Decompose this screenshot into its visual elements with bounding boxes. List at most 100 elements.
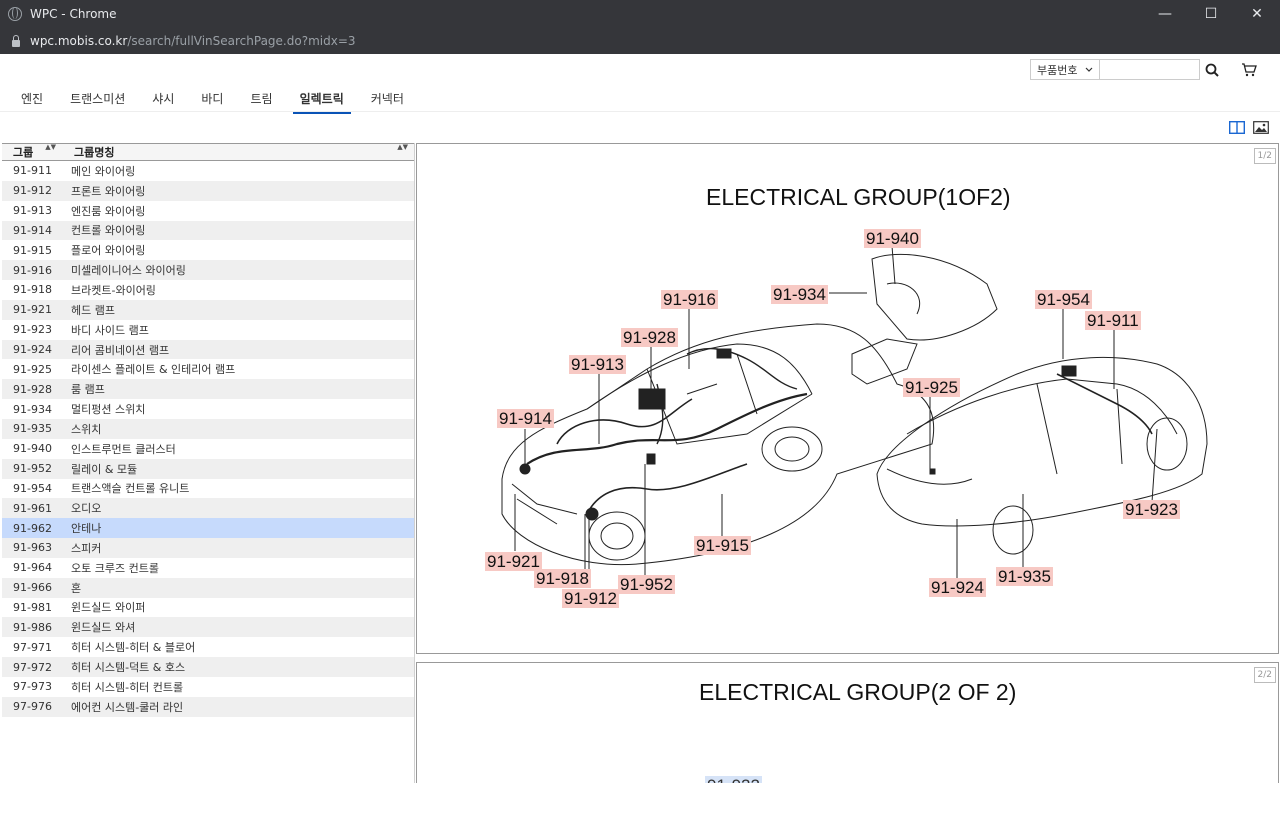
page-indicator: 2/2 xyxy=(1253,667,1276,683)
search-input[interactable] xyxy=(1100,59,1200,80)
group-code: 91-935 xyxy=(13,422,52,436)
search-button[interactable] xyxy=(1202,59,1222,80)
callout-label[interactable]: 91-934 xyxy=(771,285,828,304)
minimize-button[interactable]: — xyxy=(1158,6,1172,22)
callout-label[interactable]: 91-924 xyxy=(929,578,986,597)
diagram-panel-2[interactable]: 2/2 ELECTRICAL GROUP(2 OF 2) 91-922 xyxy=(416,662,1279,783)
url-text[interactable]: wpc.mobis.co.kr/search/fullVinSearchPage… xyxy=(30,34,356,48)
callout-label[interactable]: 91-913 xyxy=(569,355,626,374)
group-name: 엔진룸 와이어링 xyxy=(71,204,146,218)
callout-label[interactable]: 91-925 xyxy=(903,378,960,397)
close-button[interactable]: ✕ xyxy=(1251,6,1263,22)
table-row[interactable]: 91-921 헤드 램프 xyxy=(2,299,414,320)
group-code: 91-961 xyxy=(13,501,52,515)
group-name: 라이센스 플레이트 & 인테리어 램프 xyxy=(71,363,236,377)
group-name: 스위치 xyxy=(71,422,102,436)
address-bar[interactable]: wpc.mobis.co.kr/search/fullVinSearchPage… xyxy=(0,28,1280,54)
group-code: 91-934 xyxy=(13,402,52,416)
window-title: WPC - Chrome xyxy=(30,7,117,21)
group-code: 91-925 xyxy=(13,362,52,376)
callout-label[interactable]: 91-915 xyxy=(694,536,751,555)
callout-label[interactable]: 91-912 xyxy=(562,589,619,608)
column-header-group[interactable]: 그룹 ▲▼ xyxy=(2,144,60,160)
tab-chassis[interactable]: 샤시 xyxy=(152,92,175,106)
lock-icon xyxy=(12,34,20,47)
view-toggle xyxy=(1222,119,1270,135)
tab-body[interactable]: 바디 xyxy=(201,92,224,106)
tab-connector[interactable]: 커넥터 xyxy=(370,92,404,106)
callout-label[interactable]: 91-914 xyxy=(497,409,554,428)
table-row[interactable]: 97-976 에어컨 시스템-쿨러 라인 xyxy=(2,696,414,717)
car-wiring-illustration xyxy=(501,245,1208,584)
image-view-button[interactable] xyxy=(1252,119,1270,135)
group-code: 91-912 xyxy=(13,184,52,198)
group-code: 91-918 xyxy=(13,283,52,297)
tab-electric[interactable]: 일렉트릭 xyxy=(292,86,351,114)
window-titlebar: WPC - Chrome — ☐ ✕ xyxy=(0,0,1280,28)
split-view-button[interactable] xyxy=(1228,119,1246,135)
callout-label[interactable]: 91-935 xyxy=(996,567,1053,586)
column-header-group-name[interactable]: 그룹명칭 ▲▼ xyxy=(60,144,414,160)
tab-engine[interactable]: 엔진 xyxy=(21,92,44,106)
callout-label[interactable]: 91-928 xyxy=(621,328,678,347)
search-type-select[interactable]: 부품번호 xyxy=(1030,59,1100,80)
callout-label[interactable]: 91-911 xyxy=(1085,311,1141,330)
group-code: 91-913 xyxy=(13,204,52,218)
group-code: 91-962 xyxy=(13,521,52,535)
column-header-group-name-label: 그룹명칭 xyxy=(74,146,115,159)
callout-label[interactable]: 91-921 xyxy=(485,552,542,571)
table-row[interactable]: 91-935 스위치 xyxy=(2,418,414,439)
diagram-panel-1[interactable]: 1/2 ELECTRICAL GROUP(1OF2) xyxy=(416,143,1279,654)
group-name: 에어컨 시스템-쿨러 라인 xyxy=(71,700,184,714)
callout-label[interactable]: 91-954 xyxy=(1035,290,1092,309)
group-code: 91-986 xyxy=(13,620,52,634)
callout-label[interactable]: 91-922 xyxy=(705,776,762,783)
table-row[interactable]: 91-925 라이센스 플레이트 & 인테리어 램프 xyxy=(2,359,414,379)
diagram-title: ELECTRICAL GROUP(2 OF 2) xyxy=(699,679,1017,705)
group-name: 컨트롤 와이어링 xyxy=(71,224,146,238)
maximize-button[interactable]: ☐ xyxy=(1204,6,1218,22)
tab-transmission[interactable]: 트랜스미션 xyxy=(70,92,126,106)
table-row[interactable]: 91-913 엔진룸 와이어링 xyxy=(2,201,414,221)
category-tabs: 엔진 트랜스미션 샤시 바디 트림 일렉트릭 커넥터 xyxy=(14,86,424,114)
group-code: 97-976 xyxy=(13,700,52,714)
group-code: 91-921 xyxy=(13,303,52,317)
group-code: 91-981 xyxy=(13,600,52,614)
group-name: 릴레이 & 모듈 xyxy=(71,462,138,476)
callout-label[interactable]: 91-940 xyxy=(864,229,921,248)
tab-trim[interactable]: 트림 xyxy=(250,92,273,106)
cart-button[interactable] xyxy=(1238,59,1260,80)
group-code: 91-940 xyxy=(13,442,52,456)
table-header: 그룹 ▲▼ 그룹명칭 ▲▼ xyxy=(2,143,414,161)
callout-label[interactable]: 91-923 xyxy=(1123,500,1180,519)
callout-label[interactable]: 91-952 xyxy=(618,575,675,594)
callout-label[interactable]: 91-916 xyxy=(661,290,718,309)
callout-label[interactable]: 91-918 xyxy=(534,569,591,588)
group-name: 헤드 램프 xyxy=(71,303,115,317)
group-name: 플로어 와이어링 xyxy=(71,244,146,258)
